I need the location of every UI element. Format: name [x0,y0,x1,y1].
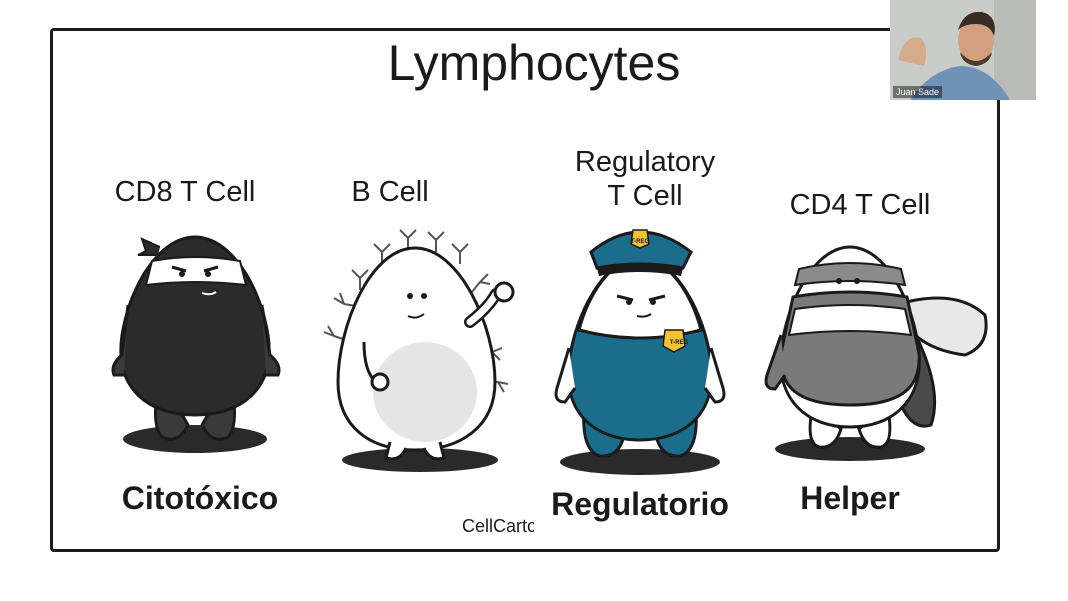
cd8-t-cell-label: CD8 T Cell [114,176,256,208]
participant-video-feed [890,0,1036,100]
b-cell-label: B Cell [351,176,429,208]
role-helper: Helper [800,480,900,516]
participant-name-label: Juan Sade [893,86,943,98]
b-cell-illustration [323,229,515,472]
regulatory-label-line1: Regulatory [574,146,716,178]
role-citotoxico: Citotóxico [121,480,279,516]
police-hat-badge-text: T-REG [630,239,650,245]
role-regulatorio: Regulatorio [551,486,729,522]
police-chest-badge-text: T-REG [669,340,689,346]
cd4-helper-cell-cape-illustration [764,245,988,461]
image-credit: CellCartc [462,516,534,536]
slide-title: Lymphocytes [387,35,681,91]
cd4-t-cell-label: CD4 T Cell [789,189,931,221]
regulatory-t-cell-police-illustration [554,229,726,475]
participant-video-tile[interactable]: Juan Sade [890,0,1036,100]
cd8-ninja-cell-illustration [111,235,281,453]
regulatory-label-line2: T Cell [607,180,683,212]
